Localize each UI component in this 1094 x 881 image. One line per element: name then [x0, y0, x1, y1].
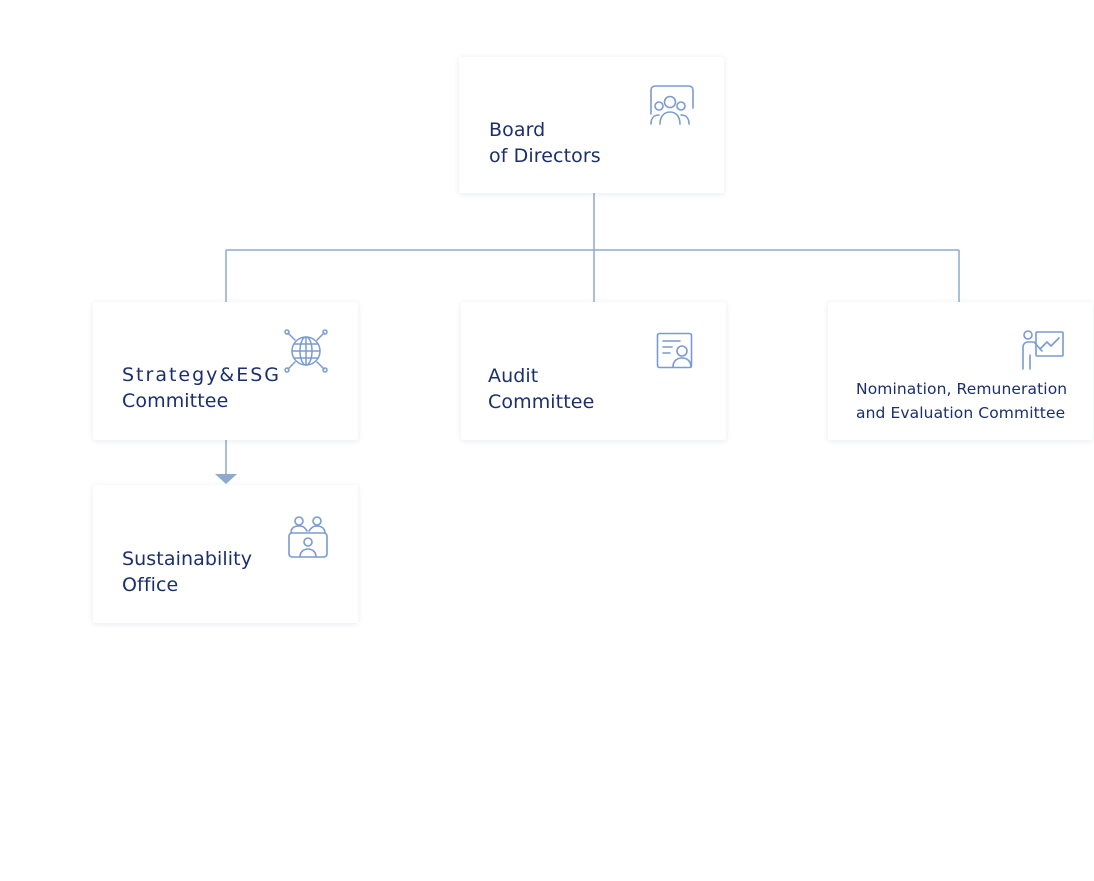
strategy-esg-committee-card: Strategy&ESG Committee [93, 302, 358, 440]
sustainability-title-line1: Sustainability [122, 548, 253, 570]
team-meeting-icon [288, 516, 328, 558]
strategy-title-line1: Strategy&ESG [122, 364, 282, 386]
board-title-line1: Board [489, 119, 546, 141]
arrow-down-icon [215, 474, 237, 484]
sustainability-office-card: Sustainability Office [93, 485, 358, 623]
audit-title-line1: Audit [488, 365, 539, 387]
nomination-title-line2: and Evaluation Committee [856, 404, 1066, 422]
nomination-committee-card: Nomination, Remuneration and Evaluation … [828, 302, 1093, 440]
document-person-icon [656, 332, 693, 369]
board-title-line2: of Directors [489, 145, 601, 167]
strategy-title-line2: Committee [122, 390, 229, 412]
people-group-icon [650, 85, 694, 125]
presenter-chart-icon [1022, 330, 1064, 370]
audit-committee-card: Audit Committee [461, 302, 726, 440]
globe-network-icon [284, 329, 328, 373]
audit-title-line2: Committee [488, 391, 595, 413]
sustainability-title-line2: Office [122, 574, 179, 596]
board-of-directors-card: Board of Directors [459, 57, 724, 193]
nomination-title-line1: Nomination, Remuneration [856, 380, 1068, 398]
